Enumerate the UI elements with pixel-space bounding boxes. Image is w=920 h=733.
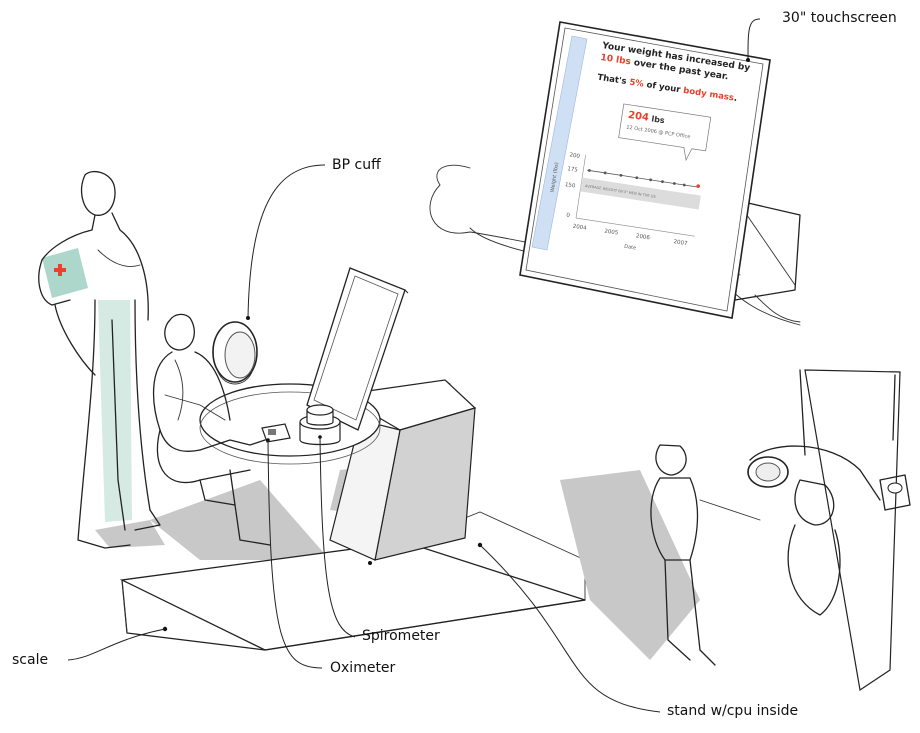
touchscreen-leader	[748, 19, 760, 60]
touchscreen-display: Your weight has increased by 10 lbs over…	[520, 22, 770, 318]
bp-cuff-device	[213, 322, 257, 384]
secondary-view-sketch	[560, 370, 910, 690]
main-kiosk-sketch	[39, 172, 585, 650]
secondary-scale-platform	[805, 370, 900, 690]
nurse-figure	[39, 172, 160, 548]
touchscreen-label: 30" touchscreen	[782, 10, 897, 26]
user-shadow	[150, 480, 330, 560]
bp-cuff-label: BP cuff	[332, 157, 381, 173]
scale-leader	[68, 629, 165, 660]
oximeter-label: Oximeter	[330, 660, 395, 676]
nurse-armband	[42, 248, 88, 298]
scale-label: scale	[12, 652, 48, 668]
stand-label: stand w/cpu inside	[667, 703, 798, 719]
oximeter-device	[262, 424, 290, 442]
bp-cuff-leader	[248, 165, 325, 318]
spirometer-label: Spirometer	[362, 628, 440, 644]
